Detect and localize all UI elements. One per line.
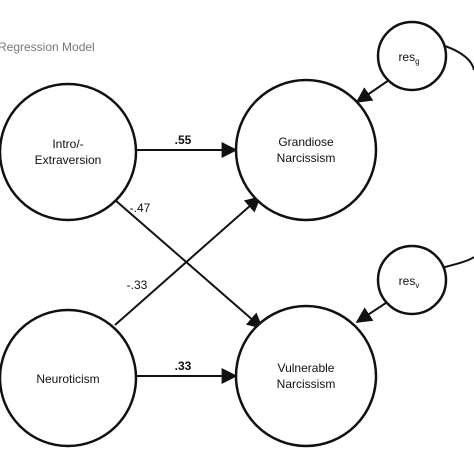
- coef-neuroticism-vulnerable: .33: [175, 359, 192, 373]
- vulnerable-label-line2: Narcissism: [277, 377, 336, 391]
- res-g-subscript: g: [415, 57, 419, 66]
- vulnerable-narcissism-node: [234, 304, 378, 448]
- coef-neuroticism-grandiose: -.33: [127, 278, 148, 292]
- res-v-subscript: v: [415, 281, 419, 290]
- res-v-node: [376, 244, 448, 316]
- grandiose-label-line1: Grandiose: [278, 135, 334, 149]
- coef-extraversion-grandiose: .55: [175, 133, 192, 147]
- res-v-base: res: [399, 274, 416, 288]
- intro-extraversion-label-line2: Extraversion: [35, 153, 102, 167]
- res-g-base: res: [398, 50, 415, 64]
- coef-extraversion-vulnerable: -.47: [130, 201, 151, 215]
- neuroticism-label: Neuroticism: [36, 372, 99, 386]
- path-resg-to-grandiose: [355, 77, 393, 103]
- intro-extraversion-label-line1: Intro/-: [52, 137, 83, 151]
- path-extraversion-to-vulnerable: [114, 199, 264, 330]
- diagram-title: Regression Model: [0, 40, 95, 54]
- res-g-label: resg: [398, 50, 419, 66]
- path-neuroticism-to-grandiose: [114, 195, 262, 326]
- intro-extraversion-node: [0, 82, 138, 222]
- neuroticism-node: [0, 308, 138, 448]
- grandiose-label-line2: Narcissism: [277, 151, 336, 165]
- res-v-label: resv: [399, 274, 420, 290]
- vulnerable-label-line1: Vulnerable: [278, 361, 335, 375]
- grandiose-narcissism-node: [234, 78, 378, 222]
- res-g-node: [376, 20, 448, 92]
